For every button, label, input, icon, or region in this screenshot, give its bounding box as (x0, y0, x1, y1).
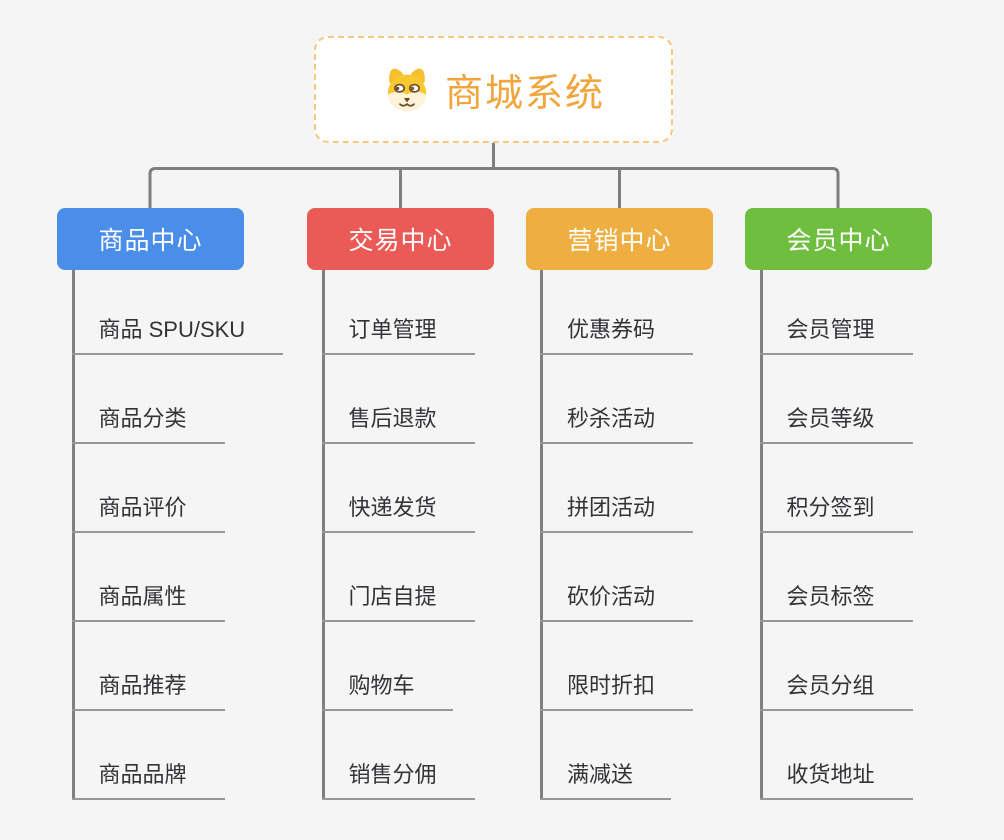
branch-node-member-center[interactable]: 会员中心 (745, 208, 932, 270)
leaf-node-sales-commission[interactable]: 销售分佣 (321, 760, 475, 800)
leaf-node-flash-sale[interactable]: 秒杀活动 (540, 404, 694, 444)
leaf-node-order-management[interactable]: 订单管理 (321, 315, 475, 355)
leaf-node-full-reduction[interactable]: 满减送 (540, 760, 672, 800)
leaf-node-member-level[interactable]: 会员等级 (759, 404, 913, 444)
leaf-node-product-spu-sku[interactable]: 商品 SPU/SKU (71, 315, 284, 355)
branch-trunk-line (540, 269, 543, 800)
leaf-node-product-category[interactable]: 商品分类 (71, 404, 225, 444)
leaf-node-shipping-address[interactable]: 收货地址 (759, 760, 913, 800)
leaf-node-member-group[interactable]: 会员分组 (759, 671, 913, 711)
leaf-node-member-tag[interactable]: 会员标签 (759, 582, 913, 622)
root-node-label: 商城系统 (444, 73, 605, 115)
shiba-dog-icon (382, 66, 432, 113)
leaf-node-group-buy[interactable]: 拼团活动 (540, 493, 694, 533)
leaf-node-bargain-activity[interactable]: 砍价活动 (540, 582, 694, 622)
branch-trunk-line (759, 269, 763, 800)
branch-node-trade-center[interactable]: 交易中心 (307, 208, 494, 270)
leaf-node-product-attribute[interactable]: 商品属性 (71, 582, 225, 622)
leaf-node-limited-time-discount[interactable]: 限时折扣 (540, 671, 694, 711)
branch-trunk-line (321, 269, 325, 800)
leaf-node-coupon-code[interactable]: 优惠券码 (540, 315, 694, 355)
leaf-node-product-recommend[interactable]: 商品推荐 (71, 671, 225, 711)
leaf-node-store-pickup[interactable]: 门店自提 (321, 582, 475, 622)
root-node[interactable]: 商城系统 (314, 36, 673, 143)
branch-trunk-line (71, 269, 75, 800)
leaf-node-express-delivery[interactable]: 快递发货 (321, 493, 475, 533)
leaf-node-product-review[interactable]: 商品评价 (71, 493, 225, 533)
branch-node-marketing-center[interactable]: 营销中心 (526, 208, 713, 270)
leaf-node-aftersale-refund[interactable]: 售后退款 (321, 404, 475, 444)
branch-node-product-center[interactable]: 商品中心 (57, 208, 244, 270)
leaf-node-points-checkin[interactable]: 积分签到 (759, 493, 913, 533)
leaf-node-member-management[interactable]: 会员管理 (759, 315, 913, 355)
leaf-node-product-brand[interactable]: 商品品牌 (71, 760, 225, 800)
leaf-node-shopping-cart[interactable]: 购物车 (321, 671, 453, 711)
